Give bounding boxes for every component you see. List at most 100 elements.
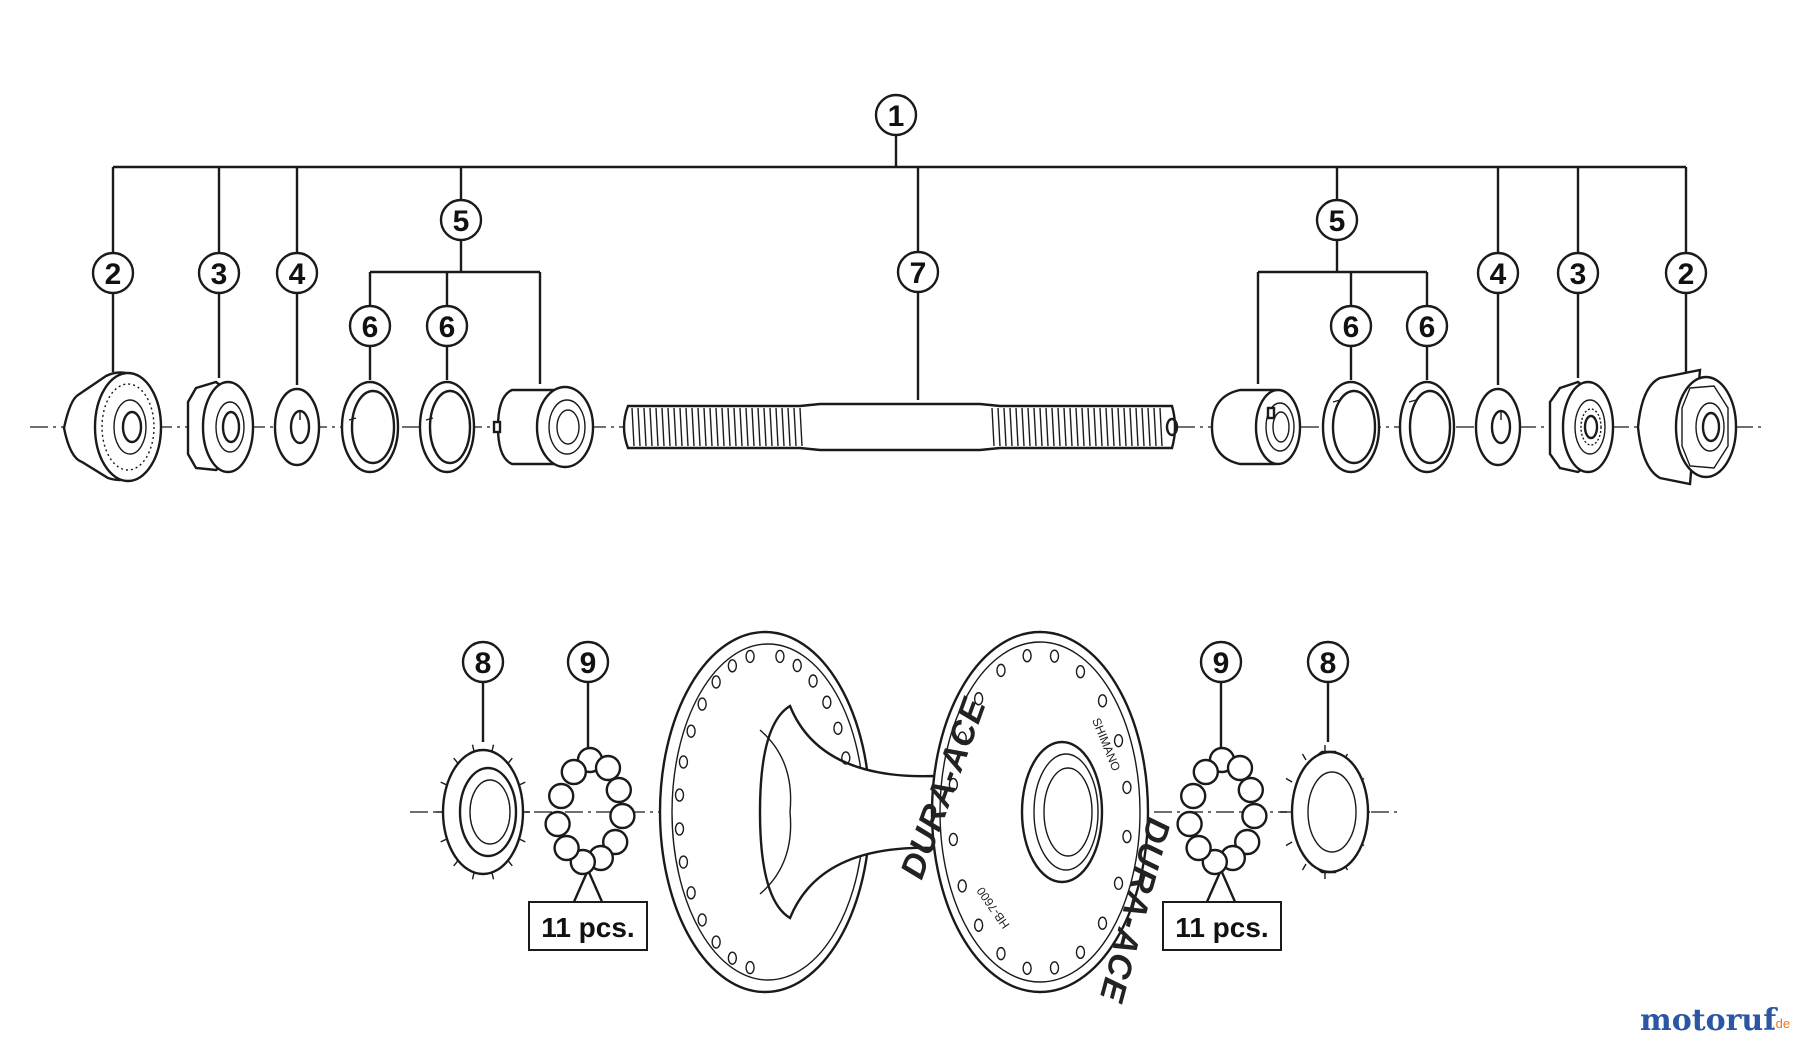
cone-left [492, 385, 595, 469]
lockring-left [436, 744, 530, 880]
spoke-hole [697, 697, 707, 711]
callout-circle [461, 640, 505, 684]
cone-right [1210, 388, 1302, 466]
watermark-suffix: .de [1772, 1016, 1790, 1031]
spoke-hole [1113, 733, 1124, 748]
spoke-hole [808, 674, 818, 688]
spoke-hole [674, 822, 685, 836]
bearing-ball [1192, 758, 1220, 786]
bearing-ball [1176, 810, 1203, 838]
spoke-hole [1075, 664, 1086, 679]
bearing-ball [560, 758, 587, 786]
callout-c9-right: 9 [1199, 640, 1243, 684]
spoke-hole [727, 659, 738, 673]
callout-circle [1199, 640, 1243, 684]
lockring-right [1280, 745, 1370, 879]
spoke-hole [1097, 694, 1108, 708]
locknut-left [62, 371, 163, 483]
bearing-ball [605, 776, 632, 804]
callout-circle [1556, 251, 1600, 295]
spoke-hole [996, 663, 1006, 678]
nut-right [1548, 380, 1615, 474]
callout-circle [348, 304, 392, 348]
callout-number: 7 [910, 257, 927, 290]
spoke-hole [1049, 649, 1060, 663]
spoke-hole [833, 721, 843, 735]
callout-c6-right-b: 6 [1405, 304, 1449, 348]
callout-c5-right: 5 [1315, 198, 1359, 242]
spoke-hole [957, 731, 967, 745]
callout-circle [275, 251, 319, 295]
spoke-hole [1022, 961, 1032, 975]
callout-number: 4 [289, 258, 306, 291]
spoke-hole [973, 692, 984, 706]
bearing-ball [553, 834, 580, 862]
washer-left [273, 387, 321, 467]
callout-c7: 7 [896, 250, 940, 294]
spoke-hole [1022, 649, 1032, 663]
callout-circle [1476, 251, 1520, 295]
callout-circle [874, 93, 918, 137]
spoke-hole [674, 788, 685, 802]
bearing-ball [1241, 802, 1268, 830]
spoke-hole [1049, 961, 1060, 975]
spoke-hole [711, 935, 721, 949]
watermark: motoruf .de [1640, 1003, 1790, 1038]
spoke-hole [1075, 945, 1086, 960]
bearing-ball [1237, 776, 1265, 804]
bearing-ball [609, 802, 636, 830]
spacer-right-b [1398, 380, 1456, 474]
spoke-hole [792, 658, 802, 673]
callout-c5-left: 5 [439, 198, 483, 242]
callout-c3-right: 3 [1556, 251, 1600, 295]
spoke-hole [948, 832, 959, 847]
spoke-hole [686, 724, 696, 738]
spoke-hole [1113, 876, 1124, 891]
spoke-hole [1097, 916, 1108, 930]
spoke-hole [678, 755, 689, 769]
leader-lines-top [111, 135, 1688, 400]
callout-c6-right-a: 6 [1329, 304, 1373, 348]
callout-number: 3 [211, 258, 228, 291]
spoke-hole [727, 951, 738, 965]
spacer-left-a [340, 380, 400, 474]
callout-number: 6 [1343, 311, 1360, 344]
callout-number: 2 [1678, 258, 1695, 291]
callout-c6-left-a: 6 [348, 304, 392, 348]
callout-number: 8 [1320, 647, 1337, 680]
spoke-hole [745, 960, 755, 975]
spoke-hole [678, 855, 689, 869]
callout-circle [1664, 251, 1708, 295]
callout-circle [896, 250, 940, 294]
callout-c9-left: 9 [566, 640, 610, 684]
bearing-ball [1226, 754, 1254, 782]
callout-number: 9 [580, 647, 597, 680]
spoke-hole [948, 777, 959, 792]
spoke-hole [745, 649, 755, 664]
spoke-hole [822, 695, 832, 709]
callout-c6-left-b: 6 [425, 304, 469, 348]
callout-number: 5 [453, 205, 470, 238]
spoke-hole [1122, 780, 1132, 795]
spoke-hole [996, 946, 1006, 961]
spoke-hole [775, 649, 785, 664]
bearing-ball [548, 782, 575, 810]
callout-c4-right: 4 [1476, 251, 1520, 295]
callout-number: 3 [1570, 258, 1587, 291]
callout-circle [1315, 198, 1359, 242]
hub-body [658, 630, 1150, 994]
callout-number: 1 [888, 100, 905, 133]
callout-c8-left: 8 [461, 640, 505, 684]
callout-circle [566, 640, 610, 684]
callout-circle [1329, 304, 1373, 348]
callout-c3-left: 3 [197, 251, 241, 295]
callout-number: 8 [475, 647, 492, 680]
bearing-balls-right [1176, 746, 1268, 876]
callout-c8-right: 8 [1306, 640, 1350, 684]
callout-circle [197, 251, 241, 295]
spacer-right-a [1321, 380, 1381, 474]
quantity-box-left: 11 pcs. [528, 901, 648, 951]
spoke-hole [957, 879, 967, 893]
bearing-ball [1185, 834, 1212, 862]
